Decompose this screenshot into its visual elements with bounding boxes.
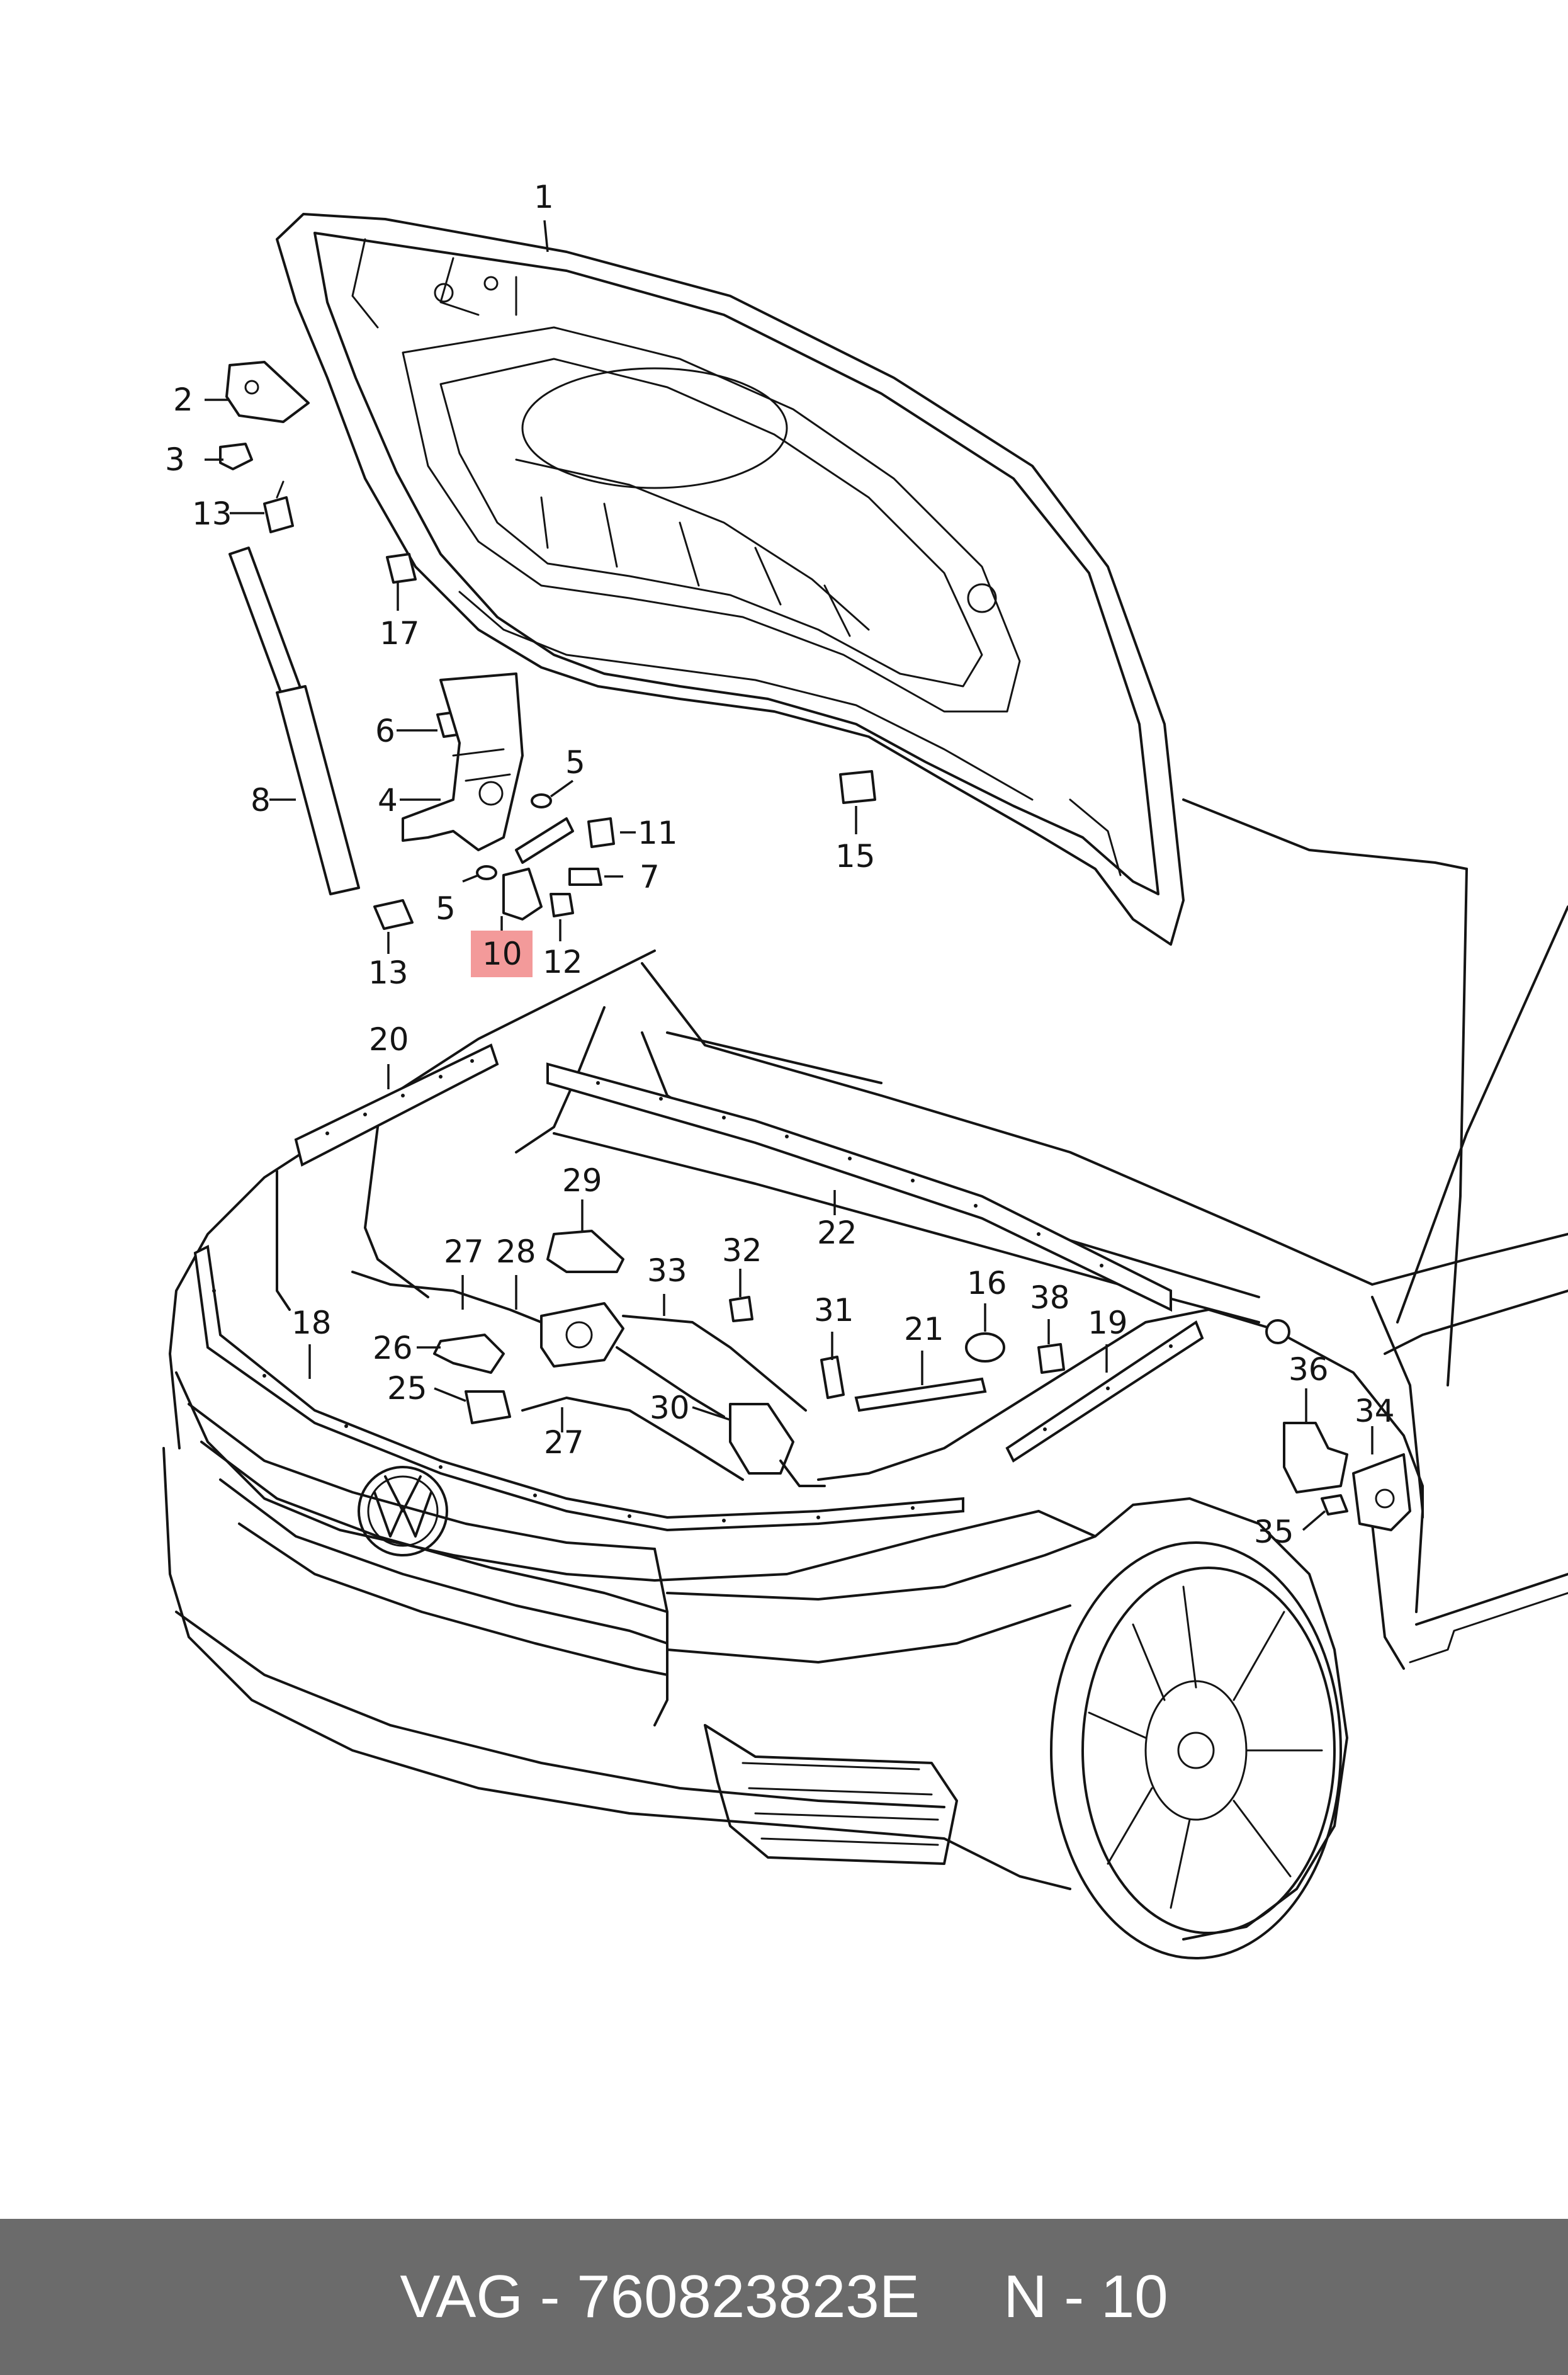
callout-28: 28 — [496, 1233, 536, 1270]
callout-17: 17 — [380, 615, 420, 652]
callout-5: 5 — [436, 890, 456, 927]
leader-lines — [205, 399, 1373, 1531]
callout-4: 4 — [378, 782, 398, 819]
callout-36: 36 — [1289, 1351, 1329, 1388]
callout-10-highlight — [471, 931, 533, 977]
callout-32: 32 — [722, 1232, 762, 1269]
callout-6: 6 — [375, 713, 395, 749]
lock-28 — [540, 1302, 624, 1368]
sensor-38 — [1037, 1343, 1065, 1374]
washer-5-lower — [476, 865, 497, 880]
footer-separator: - — [522, 2263, 577, 2330]
callout-10: 10 — [482, 936, 522, 972]
callout-25: 25 — [387, 1370, 427, 1407]
seal-19 — [1005, 1320, 1204, 1463]
callout-3: 3 — [165, 441, 185, 478]
footer-gap — [920, 2262, 1003, 2332]
callout-34: 34 — [1355, 1393, 1395, 1429]
seal-18 — [193, 1244, 964, 1532]
bolt-7 — [568, 868, 602, 886]
washer-5-upper — [531, 793, 552, 808]
gas-strut-8 — [228, 547, 303, 700]
latch-30 — [729, 1403, 794, 1475]
hinge-part-10 — [502, 868, 543, 921]
clip-32 — [729, 1296, 753, 1322]
callout-2: 2 — [173, 382, 193, 418]
hood-panel — [276, 213, 1185, 946]
mount-25 — [465, 1390, 511, 1424]
part-number-footer: VAG - 760823823E N - 10 — [0, 2219, 1568, 2375]
callout-26: 26 — [373, 1330, 413, 1366]
callout-16: 16 — [967, 1265, 1007, 1301]
callout-11: 11 — [638, 815, 678, 851]
cable-27-upper — [351, 1271, 543, 1324]
vehicle-body — [162, 798, 1568, 1959]
buffer-15 — [839, 770, 876, 804]
cable-27-lower — [521, 1397, 744, 1481]
brand-label: VAG — [400, 2263, 523, 2330]
callout-33: 33 — [647, 1252, 687, 1289]
seal-strips — [193, 1043, 1204, 1532]
seal-21 — [854, 1377, 987, 1412]
bracket-2 — [225, 361, 310, 423]
seal-22 — [546, 1062, 1172, 1312]
callout-7: 7 — [640, 859, 660, 895]
callout-13: 13 — [192, 496, 232, 532]
nut-12 — [550, 893, 574, 917]
callout-5: 5 — [565, 744, 585, 781]
callout-8: 8 — [251, 782, 271, 819]
position-label: N - 10 — [1003, 2263, 1168, 2330]
cap-16 — [965, 1332, 1005, 1363]
lock-34 — [1352, 1453, 1411, 1531]
callout-21: 21 — [904, 1311, 944, 1347]
cable-33 — [622, 1315, 807, 1412]
seal-20 — [294, 1043, 499, 1167]
callout-19: 19 — [1088, 1305, 1128, 1341]
callout-15: 15 — [835, 838, 876, 875]
release-handle-26 — [433, 1334, 505, 1374]
callout-18: 18 — [291, 1305, 332, 1341]
callout-22: 22 — [817, 1215, 857, 1251]
ball-stud-13-lower — [373, 899, 414, 930]
part-number: 760823823E — [577, 2263, 920, 2330]
callout-1: 1 — [534, 179, 554, 215]
bracket-36 — [1283, 1422, 1348, 1494]
ball-stud-13-upper — [263, 496, 294, 533]
bracket-29 — [546, 1230, 624, 1273]
callout-35: 35 — [1254, 1514, 1294, 1550]
hinge-4 — [402, 672, 524, 851]
callout-13: 13 — [368, 955, 409, 991]
buffer-17 — [386, 553, 417, 584]
clip-3 — [219, 443, 253, 470]
callout-38: 38 — [1030, 1279, 1070, 1316]
callout-30: 30 — [650, 1390, 690, 1426]
hood-components — [219, 361, 1424, 1531]
callout-labels: 1 2 3 13 17 6 8 4 5 11 7 5 10 12 13 15 2… — [165, 179, 1395, 1550]
bush-11 — [587, 817, 615, 848]
callout-27: 27 — [544, 1424, 584, 1461]
callout-12: 12 — [543, 944, 583, 980]
callout-27: 27 — [444, 1233, 484, 1270]
callout-20: 20 — [369, 1021, 409, 1058]
bolt-31 — [820, 1356, 845, 1399]
bolt-35 — [1321, 1494, 1348, 1516]
callout-29: 29 — [562, 1162, 602, 1199]
callout-31: 31 — [814, 1292, 854, 1329]
